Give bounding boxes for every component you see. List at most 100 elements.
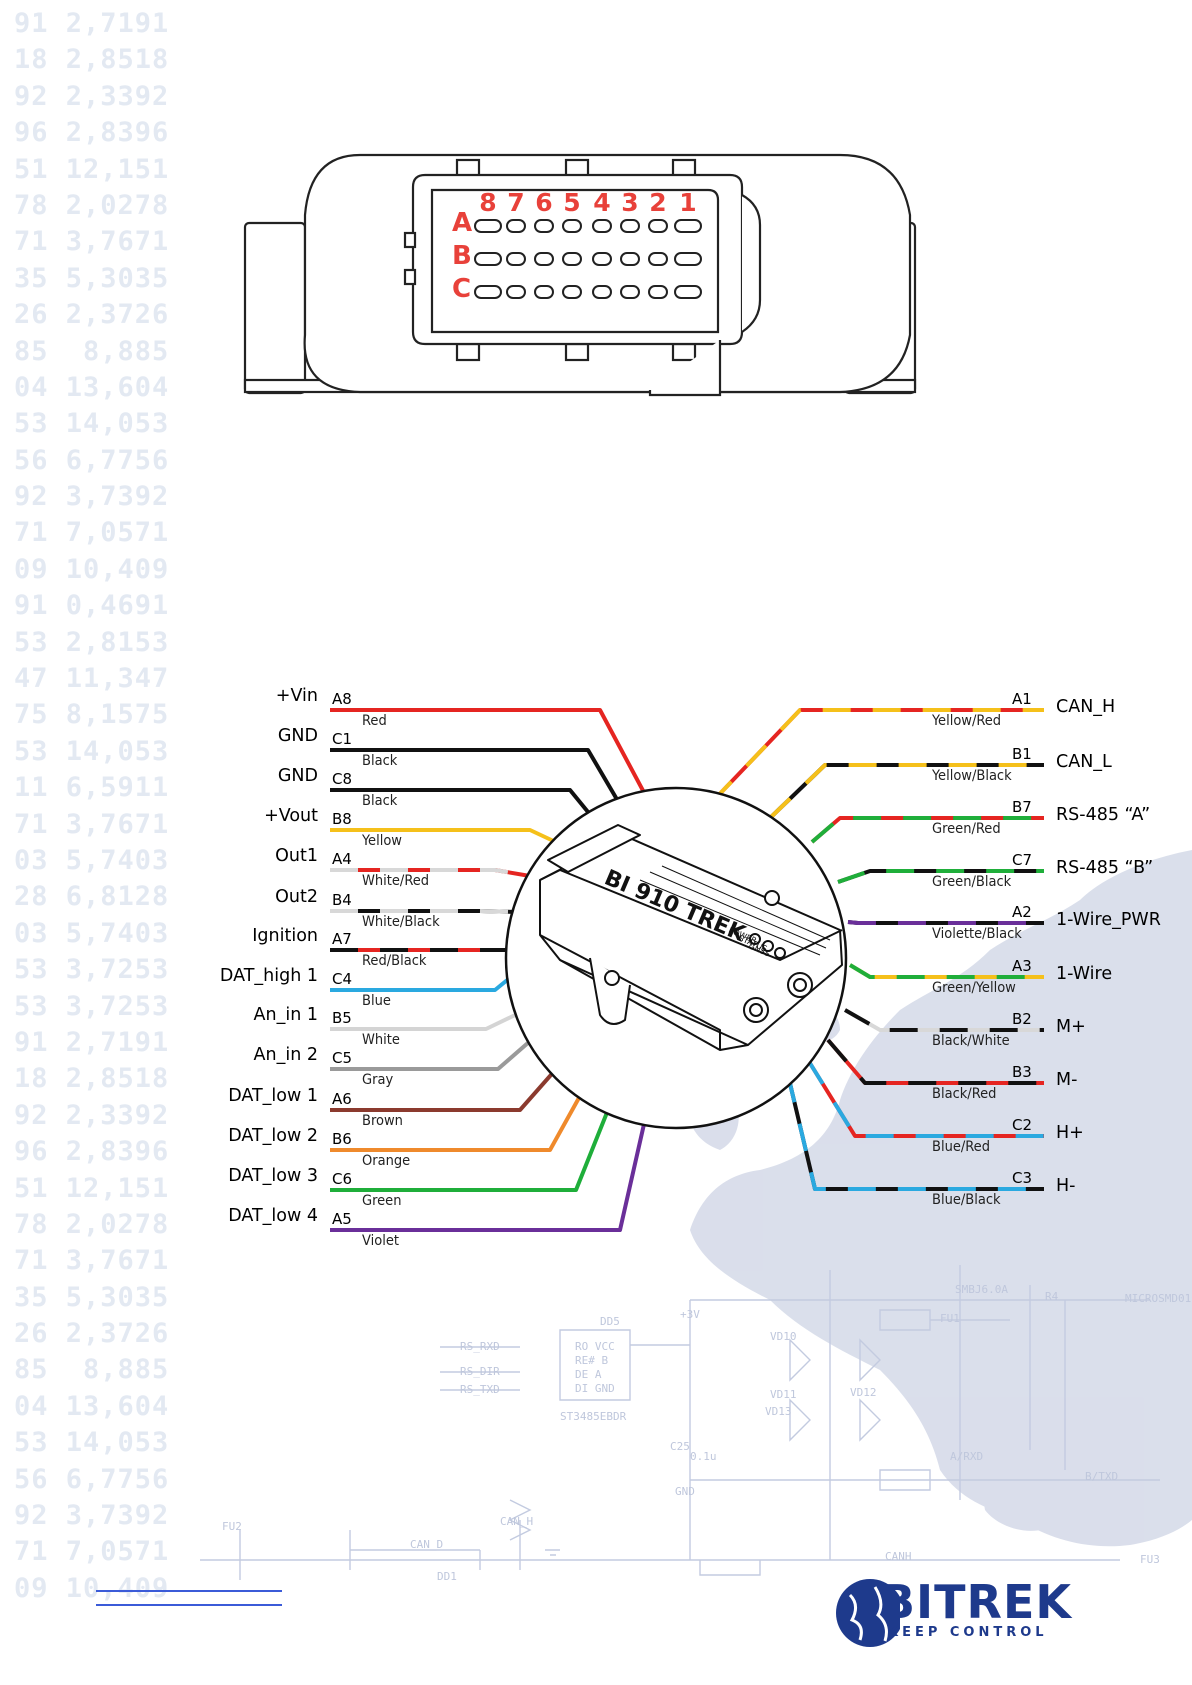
schematic-label: VD12 <box>850 1386 877 1399</box>
wire-stripe <box>768 763 1044 820</box>
wire-stripe <box>826 1038 1044 1085</box>
background-number: 71 7,0571 <box>14 517 170 549</box>
connector-pin <box>534 219 554 233</box>
schematic-label: RO VCC <box>575 1340 615 1353</box>
wire-stripe <box>810 816 1044 844</box>
left-wire-signal: Out1 <box>275 846 318 866</box>
connector-column-label: 3 <box>621 188 639 217</box>
schematic-label: CANH <box>885 1550 912 1563</box>
schematic-label: DD5 <box>600 1315 620 1328</box>
connector-pin <box>648 219 668 233</box>
schematic-label: RS_RXD <box>460 1340 500 1353</box>
left-wire-color-name: Black <box>362 793 398 809</box>
background-number: 92 3,7392 <box>14 1500 170 1532</box>
background-number: 91 2,7191 <box>14 1026 170 1058</box>
left-wire-signal: GND <box>277 766 318 786</box>
connector-pin <box>474 285 502 299</box>
left-wire-color-name: Red <box>362 713 387 729</box>
background-number: 09 10,409 <box>14 1572 170 1604</box>
connector-pin <box>562 285 582 299</box>
connector-pin <box>648 252 668 266</box>
background-number: 71 3,7671 <box>14 808 170 840</box>
background-number: 04 13,604 <box>14 371 170 403</box>
left-wire-signal: GND <box>277 726 318 746</box>
right-wire-pin: A3 <box>1012 957 1032 975</box>
background-number: 91 0,4691 <box>14 590 170 622</box>
background-number: 78 2,0278 <box>14 1208 170 1240</box>
right-wire-color-name: Yellow/Black <box>932 768 1012 784</box>
right-wire-color-name: Yellow/Red <box>932 713 1002 729</box>
wire-stripe <box>847 920 1044 925</box>
wire-stripe <box>844 1008 1044 1032</box>
connector-pin <box>506 285 526 299</box>
background-number: 75 8,1575 <box>14 699 170 731</box>
schematic-label: CAN_D <box>410 1538 443 1551</box>
background-number: 47 11,347 <box>14 663 170 695</box>
background-number: 71 3,7671 <box>14 226 170 258</box>
connector-column-label: 6 <box>535 188 553 217</box>
connector-pin <box>474 252 502 266</box>
wire-stroke <box>330 788 590 814</box>
background-number: 04 13,604 <box>14 1390 170 1422</box>
connector-column-label: 4 <box>593 188 611 217</box>
pin-grid <box>474 219 702 299</box>
left-wire-color-name: White/Red <box>362 873 430 889</box>
schematic-label: CAN_H <box>500 1515 533 1528</box>
left-wire-pin: A7 <box>332 930 352 948</box>
schematic-label: A/RXD <box>950 1450 983 1463</box>
connector-row-label: A <box>452 208 473 238</box>
right-wire-signal: CAN_L <box>1056 752 1112 772</box>
left-wire-signal: DAT_low 2 <box>228 1126 318 1146</box>
schematic-label: RE# B <box>575 1354 608 1367</box>
connector-pin <box>592 219 612 233</box>
connector-row-label: C <box>452 274 472 304</box>
background-number: 53 2,8153 <box>14 626 170 658</box>
right-wire-pin: B1 <box>1012 745 1032 763</box>
wire-stripe <box>848 963 1044 979</box>
background-number: 71 7,0571 <box>14 1536 170 1568</box>
wire-stripe <box>710 708 1044 804</box>
background-number: 28 6,8128 <box>14 881 170 913</box>
background-number: 56 6,7756 <box>14 444 170 476</box>
globe-icon <box>836 1579 900 1647</box>
background-number: 53 3,7253 <box>14 954 170 986</box>
left-wire-pin: B4 <box>332 891 352 909</box>
schematic-label: R4 <box>1045 1290 1059 1303</box>
left-wire-pin: B8 <box>332 810 352 828</box>
right-wire-pin: C7 <box>1012 851 1033 869</box>
left-wire-pin: B5 <box>332 1009 352 1027</box>
left-wire-color-name: Brown <box>362 1113 403 1129</box>
connector-column-label: 8 <box>479 188 497 217</box>
right-wire-signal: CAN_H <box>1056 697 1116 717</box>
wire-stripe <box>330 868 531 878</box>
background-number: 51 12,151 <box>14 1172 170 1204</box>
background-number: 53 3,7253 <box>14 990 170 1022</box>
left-wire-pin: A4 <box>332 850 352 868</box>
left-wire-pin: C1 <box>332 730 353 748</box>
background-number: 51 12,151 <box>14 153 170 185</box>
left-wire-pin: A6 <box>332 1090 352 1108</box>
schematic-label: RS_DIR <box>460 1365 500 1378</box>
right-wire-pin: C3 <box>1012 1169 1033 1187</box>
schematic-label: DE A <box>575 1368 602 1381</box>
logo-name: BITREK <box>880 1575 1073 1629</box>
left-wire-color-name: Gray <box>362 1072 394 1088</box>
connector-pin <box>534 252 554 266</box>
background-number: 26 2,3726 <box>14 1318 170 1350</box>
right-wire-color-name: Violette/Black <box>932 926 1022 942</box>
footer-link-underline-2 <box>96 1604 282 1606</box>
wire-stroke <box>330 828 563 847</box>
background-number: 53 14,053 <box>14 735 170 767</box>
left-wire-color-name: Black <box>362 753 398 769</box>
background-number: 92 2,3392 <box>14 1099 170 1131</box>
connector-pin <box>474 219 502 233</box>
left-wire-signal: DAT_low 1 <box>228 1086 318 1106</box>
background-number: 71 3,7671 <box>14 1245 170 1277</box>
background-number: 78 2,0278 <box>14 189 170 221</box>
device-body <box>539 824 843 1051</box>
background-number: 92 2,3392 <box>14 80 170 112</box>
background-number: 85 8,885 <box>14 335 170 367</box>
